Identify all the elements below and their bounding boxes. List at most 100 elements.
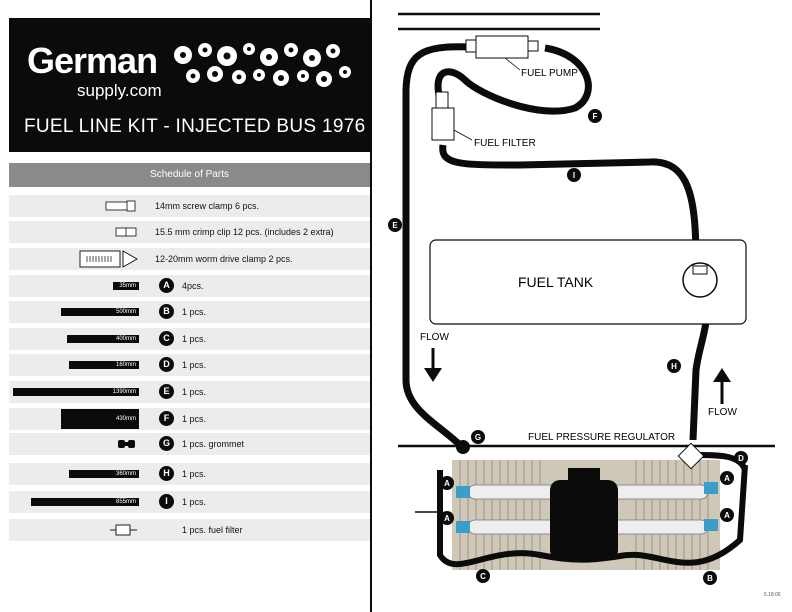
schedule-row-fuel-filter: 1 pcs. fuel filter <box>9 519 370 541</box>
part-badge: G <box>159 436 174 451</box>
part-badge: F <box>159 411 174 426</box>
screw-clamp-icon <box>105 200 136 212</box>
schedule-row-crimp-clip: 15.5 mm crimp clip 12 pcs. (includes 2 e… <box>9 221 370 243</box>
hose-length-bar: 855mm <box>31 498 139 506</box>
grommet-icon <box>118 440 135 448</box>
tank-sender <box>682 262 718 298</box>
hose-length-bar: 160mm <box>69 361 139 369</box>
schedule-row-hose-f: 430mm F 1 pcs. <box>9 408 370 430</box>
badge-f: F <box>588 109 602 123</box>
fuel-tank <box>429 239 747 325</box>
hose-f <box>434 44 592 115</box>
label-flow-right: FLOW <box>708 407 737 418</box>
schedule-row-hose-i: 855mm I 1 pcs. <box>9 491 370 513</box>
schedule-row-hose-b: 500mm B 1 pcs. <box>9 301 370 323</box>
schedule-row-hose-h: 360mm H 1 pcs. <box>9 463 370 485</box>
svg-text:F: F <box>593 112 598 121</box>
part-badge: C <box>159 331 174 346</box>
schedule-row-label: 12-20mm worm drive clamp 2 pcs. <box>155 254 293 264</box>
flow-down-arrow-icon <box>424 348 442 382</box>
part-badge: B <box>159 304 174 319</box>
schedule-row-grommet: G 1 pcs. grommet <box>9 433 370 455</box>
part-badge: D <box>159 357 174 372</box>
schedule-row-hose-d: 160mm D 1 pcs. <box>9 354 370 376</box>
gears-icon <box>174 43 351 87</box>
logo: German supply.com <box>19 40 364 100</box>
svg-text:A: A <box>724 474 730 483</box>
sender-fitting <box>692 265 708 275</box>
part-badge: H <box>159 466 174 481</box>
badge-c: C <box>476 569 490 583</box>
label-fuel-tank: FUEL TANK <box>518 274 594 290</box>
schedule-title: Schedule of Parts <box>9 163 370 187</box>
page-title: FUEL LINE KIT - INJECTED BUS 1976 <box>24 116 366 137</box>
badge-a: A <box>720 471 734 485</box>
hose-length-bar: 1390mm <box>13 388 139 396</box>
hose-length-bar: 35mm <box>113 282 139 290</box>
badge-i: I <box>567 168 581 182</box>
badge-h: H <box>667 359 681 373</box>
grommet <box>456 440 470 454</box>
logo-text: German <box>27 40 158 81</box>
schedule-row-label: 1 pcs. <box>182 334 207 344</box>
fuel-filter-icon <box>110 524 137 536</box>
header-banner: German supply.com FUEL <box>9 18 370 152</box>
logo-subtext: supply.com <box>77 81 162 100</box>
fuel-pressure-regulator <box>677 442 705 470</box>
schedule-row-label: 1 pcs. <box>182 387 207 397</box>
badge-g: G <box>471 430 485 444</box>
worm-drive-clamp-icon <box>79 250 138 268</box>
crimp-clip-icon <box>115 227 137 237</box>
svg-text:B: B <box>707 574 713 583</box>
label-fuel-pump: FUEL PUMP <box>521 68 578 79</box>
schedule-row-hose-c: 400mm C 1 pcs. <box>9 328 370 350</box>
schedule-row-screw-clamp: 14mm screw clamp 6 pcs. <box>9 195 370 217</box>
label-fuel-pressure-regulator: FUEL PRESSURE REGULATOR <box>528 432 675 443</box>
part-badge: A <box>159 278 174 293</box>
svg-text:G: G <box>475 433 481 442</box>
badge-d: D <box>734 451 748 465</box>
flow-up-arrow-icon <box>713 368 731 404</box>
svg-text:E: E <box>392 221 398 230</box>
part-badge: I <box>159 494 174 509</box>
schedule-row-label: 1 pcs. grommet <box>182 439 245 449</box>
svg-text:H: H <box>671 362 677 371</box>
badge-b: B <box>703 571 717 585</box>
part-badge: E <box>159 384 174 399</box>
hose-length-bar: 500mm <box>61 308 139 316</box>
badge-a: A <box>440 476 454 490</box>
fuel-system-diagram: FUEL PUMP FUEL FILTER FUEL TANK FLOW FLO… <box>388 12 775 585</box>
badge-e: E <box>388 218 402 232</box>
vertical-divider <box>370 0 372 612</box>
svg-text:C: C <box>480 572 486 581</box>
schedule-row-hose-a: 35mm A 4pcs. <box>9 275 370 297</box>
svg-text:A: A <box>444 514 450 523</box>
badge-a: A <box>720 508 734 522</box>
svg-text:A: A <box>444 479 450 488</box>
schedule-row-label: 1 pcs. <box>182 497 207 507</box>
schedule-row-label: 1 pcs. <box>182 307 207 317</box>
footnote-date: 5.18.06 <box>764 592 781 598</box>
schedule-row-label: 14mm screw clamp 6 pcs. <box>155 201 260 211</box>
schedule-row-worm-clamp: 12-20mm worm drive clamp 2 pcs. <box>9 248 370 270</box>
schedule-row-label: 1 pcs. <box>182 469 207 479</box>
schedule-row-label: 4pcs. <box>182 281 204 291</box>
hose-c-b <box>437 464 748 568</box>
schedule-row-label: 1 pcs. <box>182 360 207 370</box>
schedule-row-label: 1 pcs. fuel filter <box>182 525 243 535</box>
svg-text:I: I <box>573 171 575 180</box>
svg-text:D: D <box>738 454 744 463</box>
hose-length-bar: 400mm <box>67 335 139 343</box>
label-flow-left: FLOW <box>420 332 449 343</box>
hose-length-bar: 430mm <box>61 409 139 429</box>
hose-i <box>439 144 700 263</box>
hose-length-bar: 360mm <box>69 470 139 478</box>
fuel-pump <box>465 35 539 71</box>
svg-text:A: A <box>724 511 730 520</box>
badge-a: A <box>440 511 454 525</box>
schedule-row-label: 1 pcs. <box>182 414 207 424</box>
engine-block <box>452 460 720 570</box>
schedule-row-label: 15.5 mm crimp clip 12 pcs. (includes 2 e… <box>155 227 334 237</box>
hose-e <box>402 43 471 450</box>
label-fuel-filter: FUEL FILTER <box>474 138 536 149</box>
